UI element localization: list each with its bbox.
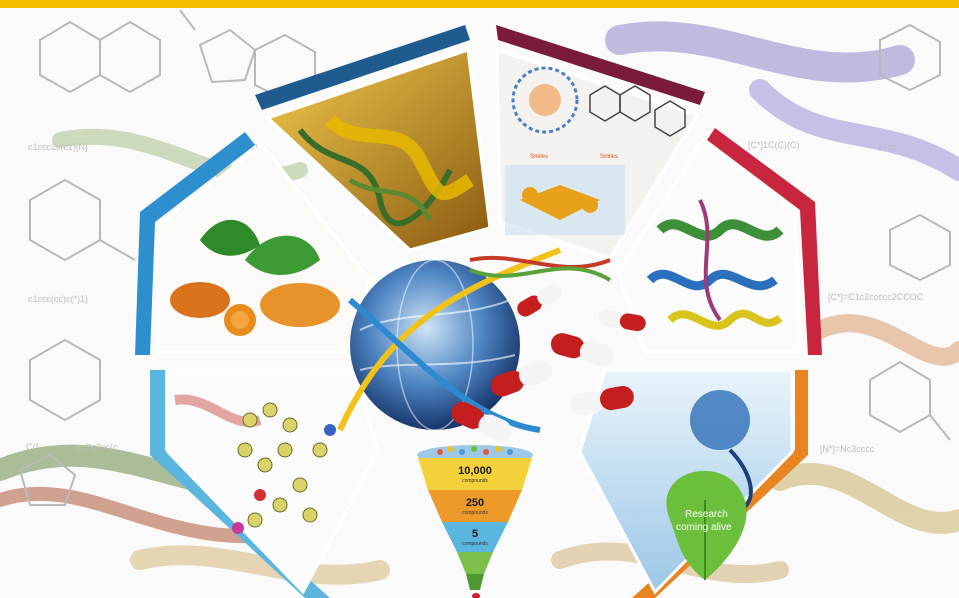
funnel-stage2-unit: compounds [462, 510, 488, 516]
funnel-stage-2 [428, 490, 522, 522]
funnel-stage1-value: 10,000 [458, 465, 492, 477]
panel-nanoparticle: Smiles Smiles [495, 47, 700, 260]
arc-band-lightblue [150, 370, 330, 598]
leaf-caption-line1: Research [685, 509, 728, 520]
panel-research-leaf: Research coming alive [578, 368, 794, 595]
funnel-stage2-value: 250 [466, 497, 484, 509]
panel-protein-structure [265, 47, 492, 252]
funnel-stage-1 [418, 458, 532, 490]
funnel-drop [472, 593, 480, 598]
smiles-label: [N*]=Nc3cccc [820, 444, 875, 454]
arc-band-navy [255, 25, 470, 110]
funnel-stage3-unit: compounds [462, 541, 488, 547]
panel-smiles-label: Smiles [600, 154, 618, 160]
funnel-pellets [437, 446, 513, 455]
panel-turmeric [156, 142, 372, 354]
smiles-label: c1cc [878, 142, 897, 152]
smiles-label: [C*]=C1c2ccccc2CCOC [828, 292, 924, 302]
smiles-label: c1ccc(cc)c(*)1) [28, 294, 88, 304]
smiles-label: c1ccc2c(c1)[N] [28, 142, 88, 152]
smiles-label: cc(*c2cc(c [76, 442, 118, 452]
smiles-label: [C*]1C(C)(C) [748, 140, 800, 150]
funnel-stage-3 [442, 522, 508, 552]
center-dna-helix [337, 247, 612, 433]
leaf-caption-line2: coming alive [676, 522, 732, 533]
funnel-stage1-unit: compounds [462, 478, 488, 484]
arc-band-orange [632, 370, 808, 598]
arc-band-red [707, 128, 822, 355]
center-capsules [451, 284, 646, 442]
smiles-label: C(* [26, 442, 39, 452]
arc-band-blue [135, 132, 255, 355]
funnel-stage-4 [457, 552, 493, 574]
funnel-spout [466, 574, 484, 590]
panel-molecule-model [166, 368, 380, 595]
arc-band-maroon [496, 25, 705, 105]
panel-protein-helix [616, 137, 802, 354]
funnel-stage3-value: 5 [472, 528, 478, 540]
top-accent-bar [0, 0, 959, 8]
center-globe [350, 259, 520, 431]
panel-smiles-label: Smiles [530, 154, 548, 160]
screening-funnel: 10,000 compounds 250 compounds 5 compoun… [417, 445, 533, 598]
